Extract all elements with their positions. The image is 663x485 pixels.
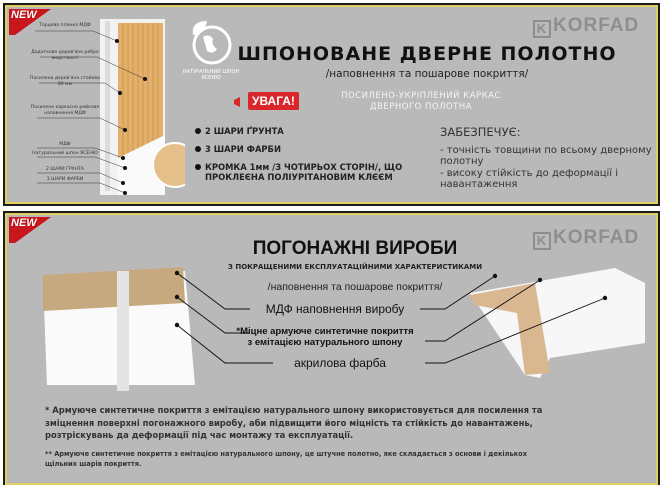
- bullet-icon: [195, 146, 201, 152]
- door-label: Додаткове дерев'яне ребро жорсткості: [31, 50, 99, 61]
- subtitle: З ПОКРАЩЕНИМИ ЕКСПЛУАТАЦІЙНИМИ ХАРАКТЕРИ…: [227, 263, 483, 271]
- bullet-icon: [195, 164, 201, 170]
- bullet-item: 2 ШАРИ ҐРУНТА: [195, 126, 284, 136]
- new-badge: NEW: [9, 217, 51, 243]
- footnote-1: * Армуюче синтетичне покриття з емітаціє…: [45, 405, 543, 440]
- door-label: 2 ШАРИ ҐРУНТА: [46, 167, 84, 172]
- door-label: МДФ: [59, 142, 71, 147]
- door-label: Посилена дерев'яна стойова 80 мм: [30, 76, 100, 87]
- ribbon-icon: [9, 9, 51, 35]
- provides-item: - високу стійкість до деформації і наван…: [440, 168, 619, 190]
- page-title: ПОГОНАЖНІ ВИРОБИ: [252, 238, 458, 259]
- new-badge: NEW: [9, 9, 51, 35]
- bullet-icon: [195, 128, 201, 134]
- megaphone-icon: [234, 97, 240, 107]
- door-label: Натуральний шпон ЯСЕНЮ: [32, 151, 98, 156]
- door-label: Торцева планка МДФ: [39, 23, 91, 28]
- veneer-door-banner: NEW Торцева планка МДФ Додаткове дерев'я…: [3, 3, 660, 206]
- label-mdf: МДФ наповнення виробу: [265, 302, 405, 316]
- bullet-item: 3 ШАРИ ФАРБИ: [195, 144, 281, 154]
- subtitle: /наповнення та пошарове покриття/: [325, 68, 529, 80]
- bullet-item: КРОМКА 1мм /З ЧОТИРЬОХ СТОРІН/, ЩО ПРОКЛ…: [195, 162, 420, 182]
- door-illustration: [35, 19, 185, 195]
- subtitle-2: /наповнення та пошарове покриття/: [267, 281, 443, 293]
- moulding-illustration: [43, 267, 645, 391]
- door-label: Посилене каркасно рейкове наповнення МДФ: [30, 105, 100, 116]
- door-label: 3 ШАРИ ФАРБИ: [46, 177, 84, 182]
- label-paint: акрилова фарба: [294, 356, 386, 370]
- ribbon-icon: [9, 217, 51, 243]
- provides-title: ЗАБЕЗПЕЧУЄ:: [440, 125, 521, 139]
- alert-badge: УВАГА!: [248, 92, 299, 110]
- footnote-2: ** Армуюче синтетичне покриття з емітаці…: [45, 450, 527, 468]
- globe-leaf-icon: [192, 21, 232, 65]
- provides-item: - точність товщини по всьому дверному по…: [440, 145, 652, 167]
- eco-badge-text: НАТУРАЛЬНИЙ ШПОН ЯСЕНЮ: [182, 69, 240, 81]
- page-title: ШПОНОВАНЕ ДВЕРНЕ ПОЛОТНО: [237, 43, 617, 65]
